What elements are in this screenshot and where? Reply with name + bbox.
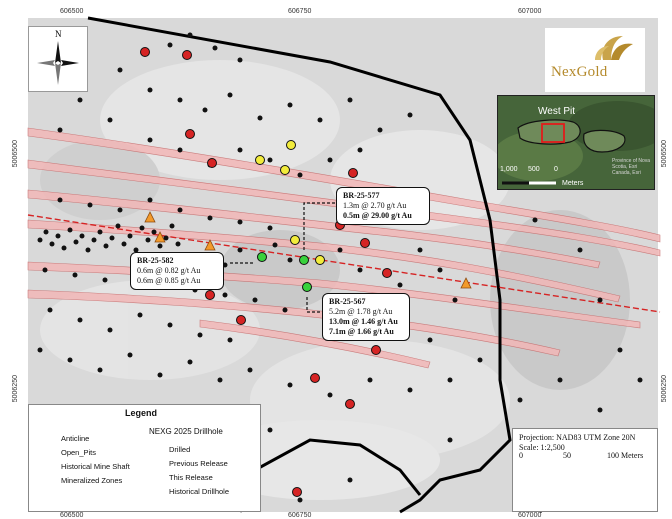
x-label-top-3: 607000 xyxy=(518,8,542,15)
legend-open-pits: Open_Pits xyxy=(61,448,97,457)
legend-drillhole-title: NEXG 2025 Drillhole xyxy=(149,427,223,436)
callout-line: 0.5m @ 29.00 g/t Au xyxy=(343,211,412,220)
compass-rose-icon xyxy=(37,41,79,85)
callout-title: BR-25-582 xyxy=(137,256,174,265)
logo-swirl-icon xyxy=(595,36,633,60)
inset-map[interactable]: West Pit 1,000 500 0 Meters Province of … xyxy=(497,95,655,190)
inset-scale-1000: 1,000 xyxy=(500,166,518,173)
x-label-bottom-3: 607000 xyxy=(518,512,542,519)
projection-line-1: Projection: NAD83 UTM Zone 20N xyxy=(519,433,636,442)
projection-line-2: Scale: 1:2,500 xyxy=(519,443,565,452)
x-label-top-2: 606750 xyxy=(288,8,312,15)
callout-title: BR-25-577 xyxy=(343,191,380,200)
callout-line: 0.6m @ 0.85 g/t Au xyxy=(137,276,201,285)
inset-scale-500: 500 xyxy=(528,166,540,173)
y-label-right-1: 5006500 xyxy=(661,140,668,168)
previous-release-holes xyxy=(140,47,392,497)
projection-box: Projection: NAD83 UTM Zone 20N Scale: 1:… xyxy=(512,428,658,512)
historical-drillholes xyxy=(37,32,643,503)
callout-line: 13.0m @ 1.46 g/t Au xyxy=(329,317,398,326)
y-label-left-1: 5006500 xyxy=(12,140,19,168)
callout-line: 7.1m @ 1.66 g/t Au xyxy=(329,327,394,336)
y-label-left-2: 5006250 xyxy=(12,375,19,403)
callout-title: BR-25-567 xyxy=(329,297,366,306)
legend-previous-release: Previous Release xyxy=(169,459,228,468)
scale-label-0: 0 xyxy=(519,451,523,460)
callout-leaders xyxy=(230,202,335,313)
callout-line: 0.6m @ 0.82 g/t Au xyxy=(137,266,201,275)
callout-line: 5.2m @ 1.78 g/t Au xyxy=(329,307,393,316)
legend-this-release: This Release xyxy=(169,473,213,482)
y-label-right-2: 5006250 xyxy=(661,375,668,403)
mineralized-zones xyxy=(27,127,661,369)
this-release-holes xyxy=(257,252,312,292)
legend-anticline: Anticline xyxy=(61,434,90,443)
nexgold-logo: NexGold xyxy=(545,28,645,92)
inset-drawing xyxy=(498,96,654,189)
historical-mine-shafts xyxy=(144,211,472,289)
legend: Legend Anticline Open_Pits Historical Mi… xyxy=(28,404,261,512)
legend-drilled: Drilled xyxy=(169,445,191,454)
logo-text: NexGold xyxy=(551,64,608,80)
inset-scale-unit: Meters xyxy=(562,180,584,187)
callout-line: 1.3m @ 2.70 g/t Au xyxy=(343,201,407,210)
scale-label-50: 50 xyxy=(563,451,571,460)
legend-mine-shaft: Historical Mine Shaft xyxy=(61,462,130,471)
scale-label-100: 100 Meters xyxy=(607,451,644,460)
x-label-bottom-1: 606500 xyxy=(60,512,84,519)
x-label-top-1: 606500 xyxy=(60,8,84,15)
north-arrow: N xyxy=(28,26,88,92)
north-label: N xyxy=(55,29,62,39)
inset-credit: Province of Nova Scotia, Esri Canada, Es… xyxy=(612,158,651,176)
callout-br-25-582[interactable]: BR-25-582 0.6m @ 0.82 g/t Au 0.6m @ 0.85… xyxy=(130,252,224,290)
callout-br-25-577[interactable]: BR-25-577 1.3m @ 2.70 g/t Au 0.5m @ 29.0… xyxy=(336,187,430,225)
anticline-line xyxy=(27,214,661,313)
legend-historical: Historical Drillhole xyxy=(169,487,230,496)
inset-scale-0: 0 xyxy=(554,166,558,173)
legend-title: Legend xyxy=(125,408,158,418)
inset-pit-label: West Pit xyxy=(538,106,576,117)
x-label-bottom-2: 606750 xyxy=(288,512,312,519)
callout-br-25-567[interactable]: BR-25-567 5.2m @ 1.78 g/t Au 13.0m @ 1.4… xyxy=(322,293,410,341)
legend-mineralized-zones: Mineralized Zones xyxy=(61,476,123,485)
drilled-holes xyxy=(255,140,325,265)
